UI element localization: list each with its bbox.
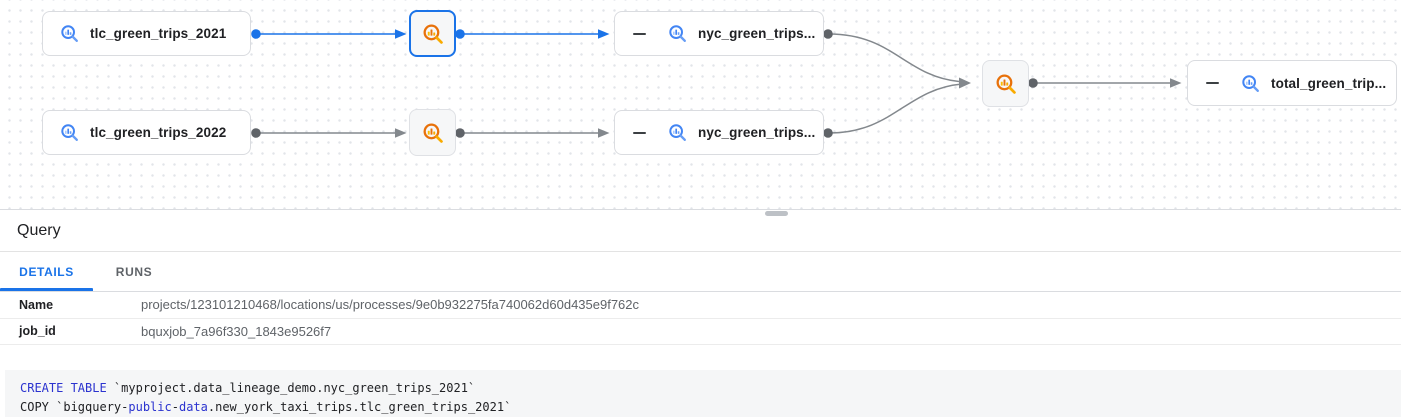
collapse-minus-icon[interactable] [1206,82,1219,84]
output-port [1028,78,1038,88]
collapse-minus-icon[interactable] [633,32,646,35]
detail-row-name: Name projects/123101210468/locations/us/… [0,292,1401,319]
arrowhead [598,128,610,138]
lineage-edges [251,29,1182,138]
sql-code-line: COPY `bigquery-public-data.new_york_taxi… [20,399,512,414]
arrowhead [959,77,971,89]
collapse-minus-icon[interactable] [633,131,646,134]
lineage-node-tlc-green-trips-2021[interactable]: tlc_green_trips_2021 [42,11,251,56]
tab-label: DETAILS [19,264,74,279]
detail-value: bquxjob_7a96f330_1843e9526f7 [141,323,332,339]
active-tab-indicator [0,288,93,291]
lineage-node-total-green-trips[interactable]: total_green_trip... [1187,60,1397,106]
output-port [455,29,465,39]
tab-label: RUNS [115,264,153,279]
lineage-graph-canvas[interactable]: tlc_green_trips_2021 tlc_green_trips_202… [0,0,1401,210]
output-port [251,128,261,138]
node-label: total_green_trip... [1271,75,1387,91]
lineage-node-tlc-green-trips-2022[interactable]: tlc_green_trips_2022 [42,110,251,155]
bigquery-table-icon [1241,74,1260,93]
lineage-node-nyc-green-trips-2021[interactable]: nyc_green_trips... [614,11,824,56]
detail-key: job_id [19,324,56,339]
bigquery-table-icon [668,123,687,142]
process-node[interactable] [409,109,456,156]
arrowhead [598,29,610,39]
detail-value: projects/123101210468/locations/us/proce… [141,297,640,313]
output-port [251,29,261,39]
tab-runs[interactable]: RUNS [93,252,175,291]
process-query-icon [422,23,444,45]
node-label: nyc_green_trips... [698,125,816,140]
node-label: nyc_green_trips... [698,26,816,41]
detail-row-job-id: job_id bquxjob_7a96f330_1843e9526f7 [0,319,1401,345]
process-node-selected[interactable] [409,10,456,57]
bigquery-table-icon [60,24,79,43]
panel-tabs: DETAILS RUNS [0,252,1401,292]
tab-details[interactable]: DETAILS [0,252,93,291]
bigquery-table-icon [668,24,687,43]
detail-key: Name [19,297,54,312]
output-port [455,128,465,138]
lineage-node-nyc-green-trips-2022[interactable]: nyc_green_trips... [614,110,824,155]
node-label: tlc_green_trips_2022 [90,125,227,140]
arrowhead [1170,78,1182,88]
process-query-icon [995,73,1017,95]
panel-resize-handle[interactable] [765,211,788,216]
query-details-panel: Query DETAILS RUNS Name projects/1231012… [0,210,1401,417]
edge-nyc2022-to-merge [828,83,963,134]
output-port [823,29,833,39]
edge-nyc2021-to-merge [828,33,960,83]
panel-title: Query [17,221,61,239]
process-query-icon [422,122,444,144]
output-port [823,128,833,138]
arrowhead [395,29,407,39]
process-node-merge[interactable] [982,60,1029,107]
sql-code-block: CREATE TABLE `myproject.data_lineage_dem… [5,370,1401,417]
sql-code-line: CREATE TABLE `myproject.data_lineage_dem… [20,381,476,395]
bigquery-table-icon [60,123,79,142]
arrowhead [395,128,407,138]
node-label: tlc_green_trips_2021 [90,26,227,41]
